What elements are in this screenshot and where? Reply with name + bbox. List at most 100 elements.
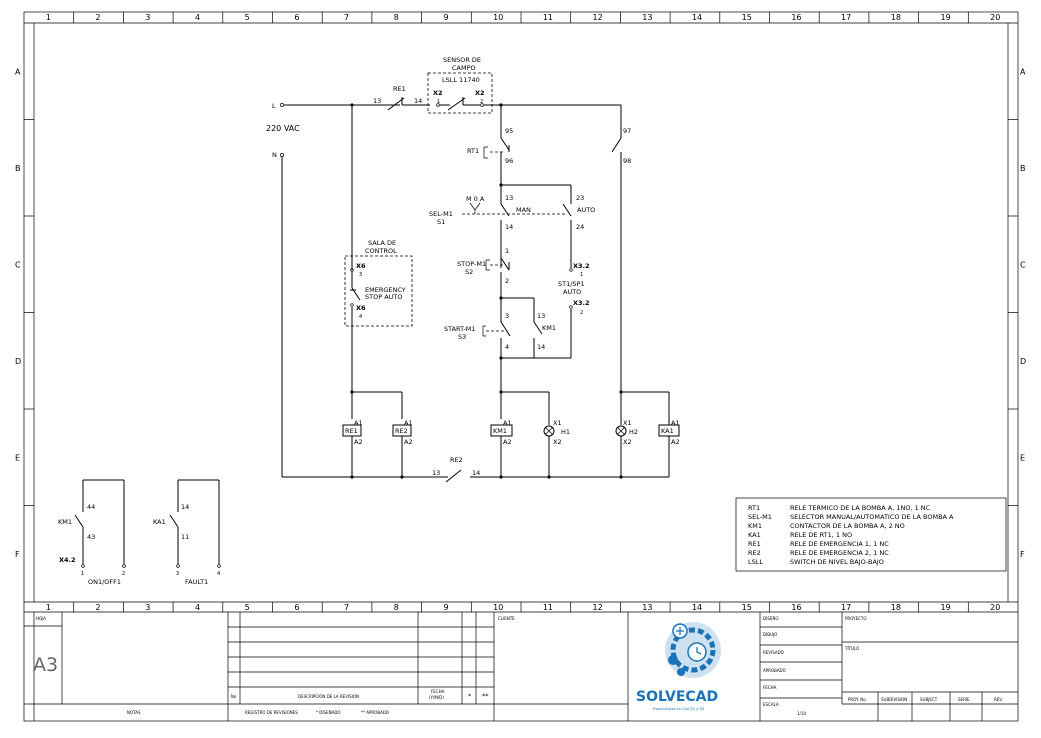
column-label: 1 — [46, 603, 51, 612]
start-sub: S3 — [458, 333, 466, 341]
dibujo-label: DIBUJO — [763, 632, 777, 637]
proy-no-label: PROY. No. — [848, 697, 867, 702]
aprobado-label: ** APROBADO — [361, 710, 389, 715]
row-label: A — [15, 67, 21, 76]
coil-re1: A1 RE1 A2 — [342, 419, 363, 479]
column-label: 11 — [543, 603, 553, 612]
coil-bus: 97 98 — [499, 105, 670, 425]
rt1-pin-95: 95 — [505, 127, 513, 135]
column-label: 6 — [294, 603, 299, 612]
diseno-label: DISEÑO — [763, 616, 778, 621]
column-label: 4 — [195, 13, 200, 22]
subdivision-label: SUBDIVISION — [881, 697, 907, 702]
lamp-h2: X1 H2 X2 — [615, 419, 638, 479]
legend-tag: RT1 — [748, 504, 760, 512]
column-label: 17 — [841, 603, 851, 612]
n-label: N — [272, 151, 277, 159]
sheet-size: A3 — [33, 654, 58, 676]
start-label: START-M1 — [444, 325, 476, 333]
column-label: 14 — [692, 13, 702, 22]
re2-pin-13: 13 — [432, 469, 440, 477]
km1-hold-pin-13: 13 — [537, 312, 545, 320]
h2-x2: X2 — [623, 438, 632, 446]
row-label: D — [1020, 357, 1026, 366]
on-off-caption: ON1/OFF1 — [88, 578, 121, 586]
sel-auto-label: AUTO — [577, 206, 595, 214]
sel-sub: S1 — [437, 218, 445, 226]
column-label: 20 — [990, 603, 1000, 612]
legend-desc: RELE DE EMERGENCIA 2, 1 NC — [790, 549, 889, 557]
column-label: 4 — [195, 603, 200, 612]
row-label: F — [15, 550, 20, 559]
h2-x1: X1 — [623, 419, 632, 427]
st1-pin-top: 1 — [580, 272, 583, 278]
st1-term-bot: X3.2 — [573, 299, 590, 307]
row-label: A — [1020, 67, 1026, 76]
h1-x1: X1 — [553, 419, 562, 427]
rt1-pin-98: 98 — [623, 157, 631, 165]
row-label: F — [1020, 550, 1025, 559]
column-label: 19 — [940, 603, 950, 612]
control-room-title-1: SALA DE — [368, 239, 396, 247]
x6-bot-pin: 4 — [359, 314, 362, 320]
column-label: 8 — [394, 603, 399, 612]
legend-desc: RELE DE EMERGENCIA 1, 1 NC — [790, 540, 889, 548]
aux-km1-pin-1: 1 — [81, 571, 84, 577]
logo-text: SOLVECAD — [636, 689, 718, 705]
row-label: C — [1020, 260, 1026, 269]
column-label: 16 — [791, 13, 801, 22]
re1-contact-label: RE1 — [393, 85, 406, 93]
ka1-a1: A1 — [671, 419, 680, 427]
solvecad-logo: SOLVECAD Especialistas en Cad 2D y 3D — [636, 622, 721, 711]
x6-top-term: X6 — [356, 262, 366, 270]
column-label: 17 — [841, 13, 851, 22]
re2-pin-14: 14 — [472, 469, 480, 477]
rt1-pin-96: 96 — [505, 157, 513, 165]
control-room-title-2: CONTROL — [365, 247, 397, 255]
legend-tag: LSLL — [748, 558, 763, 566]
legend-tag: KA1 — [748, 531, 761, 539]
legend-desc: CONTACTOR DE LA BOMBA A, 2 NO — [790, 522, 905, 530]
aux-km1-contact: 44 KM1 43 X4.2 1 2 ON1/OFF1 — [58, 479, 126, 586]
field-sensor-box: SENSOR DE CAMPO LSLL 11740 X2 X2 1 2 — [427, 56, 621, 114]
km1-coil-label: KM1 — [493, 427, 507, 435]
x6-bot-term: X6 — [356, 304, 366, 312]
sensor-term-left: X2 — [433, 89, 443, 97]
sel-positions: M 0 A — [466, 195, 485, 203]
row-label: E — [1020, 453, 1025, 462]
star-2: ** — [482, 692, 489, 700]
column-label: 5 — [245, 603, 250, 612]
re1-contact: RE1 13 14 — [373, 85, 430, 111]
re1-pin-14: 14 — [414, 97, 422, 105]
column-label: 12 — [593, 13, 603, 22]
registro-label: REGISTRO DE REVISIONES — [245, 710, 298, 715]
row-label: B — [15, 164, 21, 173]
st1-term-top: X3.2 — [573, 262, 590, 270]
legend-desc: RELE TERMICO DE LA BOMBA A, 1NO, 1 NC — [790, 504, 931, 512]
sensor-title-2: CAMPO — [452, 64, 476, 72]
lamp-h1: X1 H1 X2 — [543, 419, 570, 479]
sel-pin-23: 23 — [576, 194, 584, 202]
column-label: 16 — [791, 603, 801, 612]
legend-tag: KM1 — [748, 522, 762, 530]
aux-ka1-pin-4: 4 — [217, 571, 220, 577]
legend-desc: SWITCH DE NIVEL BAJO-BAJO — [790, 558, 884, 566]
re1-a2: A2 — [354, 438, 363, 446]
column-label: 8 — [394, 13, 399, 22]
supply-lines: L N 220 VAC — [266, 102, 669, 478]
aux-km1-term: X4.2 — [59, 556, 76, 564]
column-label: 3 — [145, 603, 150, 612]
sel-label: SEL-M1 — [429, 210, 453, 218]
re1-coil-label: RE1 — [345, 427, 358, 435]
titulo-label: TÍTULO — [844, 646, 859, 651]
column-label: 15 — [742, 13, 752, 22]
serie-label: SERIE — [958, 697, 970, 702]
row-label: E — [15, 453, 20, 462]
start-pin-3: 3 — [505, 312, 509, 320]
legend-tag: RE2 — [748, 549, 761, 557]
column-label: 20 — [990, 13, 1000, 22]
re2-coil-label: RE2 — [395, 427, 408, 435]
